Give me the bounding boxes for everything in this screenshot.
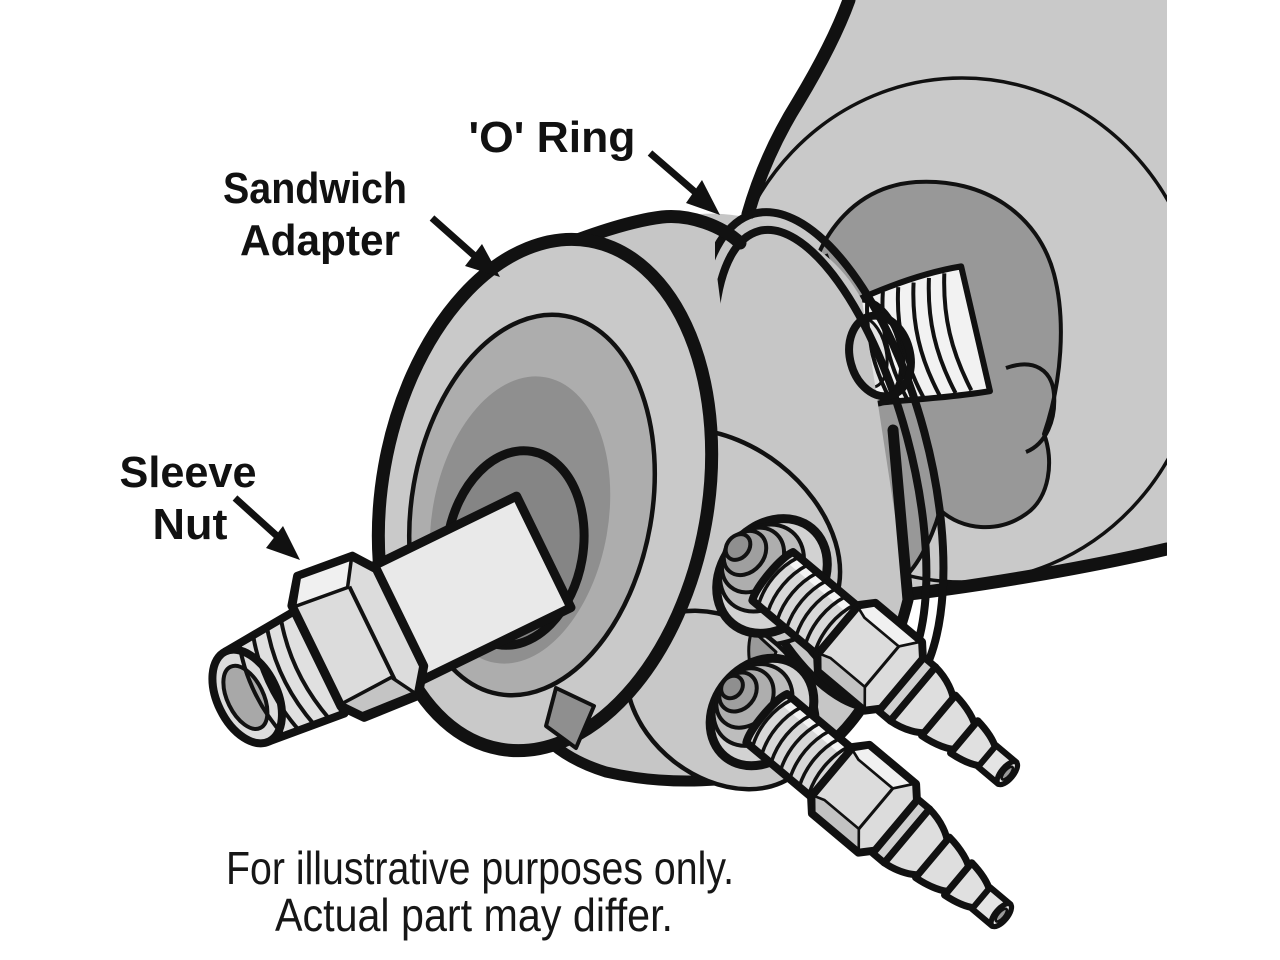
caption: For illustrative purposes only. Actual p…	[226, 842, 734, 941]
sleeve-nut-arrowhead	[266, 526, 300, 560]
sleeve-nut-label-line2: Nut	[153, 500, 228, 549]
sleeve-nut-label-line1: Sleeve	[120, 448, 257, 497]
sandwich-adapter-label-line1: Sandwich	[223, 164, 407, 213]
sleeve-nut-thread-stub	[208, 607, 349, 748]
engine-outline-left	[741, 0, 856, 221]
o-ring-arrowhead	[686, 180, 720, 215]
o-ring-label: 'O' Ring	[469, 113, 636, 162]
sandwich-adapter-arrowhead	[465, 244, 500, 277]
sandwich-adapter-arrow-line	[429, 215, 480, 261]
sleeve-nut-hex	[287, 551, 429, 722]
callout-o-ring: 'O' Ring	[469, 113, 720, 215]
adapter-body-right	[700, 213, 908, 700]
sandwich-adapter-label-line2: Adapter	[240, 216, 400, 265]
sleeve-nut-assembly	[208, 491, 576, 748]
o-ring-arrow-line	[647, 150, 698, 195]
recess-corner-detail	[1005, 362, 1057, 454]
callout-sleeve-nut: Sleeve Nut	[120, 448, 300, 560]
callout-sandwich-adapter: Sandwich Adapter	[223, 164, 500, 277]
sleeve-nut-arrow-line	[232, 495, 280, 539]
o-ring-cross-section	[845, 311, 915, 401]
engine-outline-bottom	[877, 542, 1167, 604]
face-bottom-notch	[544, 686, 596, 750]
caption-line1: For illustrative purposes only.	[226, 842, 734, 894]
caption-line2: Actual part may differ.	[275, 889, 673, 941]
